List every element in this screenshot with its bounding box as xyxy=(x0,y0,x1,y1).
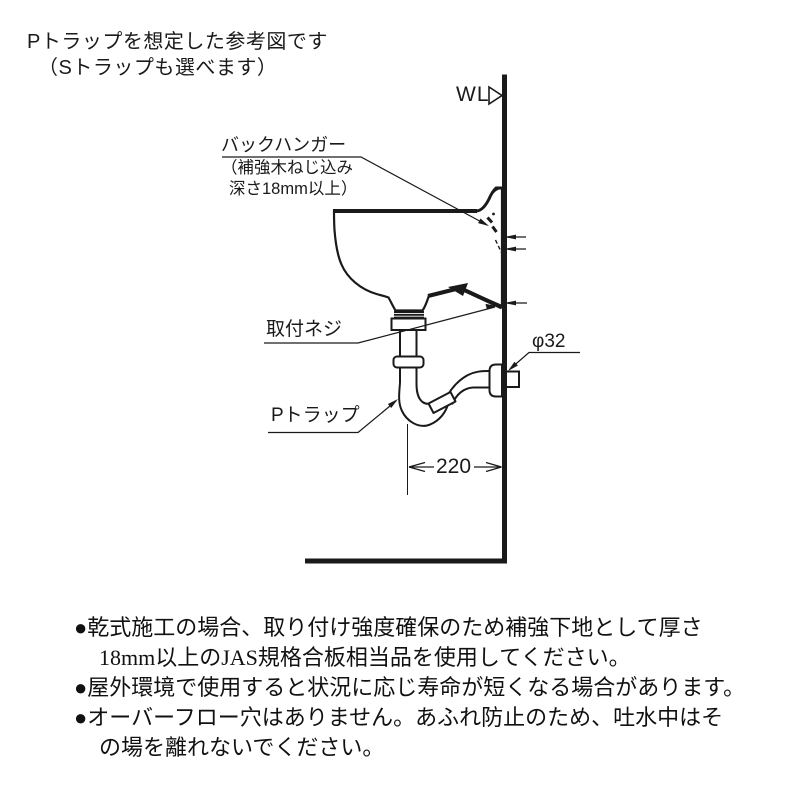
p-trap-leader-arrow xyxy=(387,399,398,408)
trap-outlet-pipe xyxy=(443,370,497,405)
sink-rear-hump xyxy=(475,186,502,213)
wall-flange xyxy=(488,363,503,398)
screw-pointer-arrow-mid xyxy=(504,246,516,252)
wall-pipe-stub xyxy=(505,370,520,388)
mounting-screw-label: 取付ネジ xyxy=(266,319,343,340)
back-hanger-mark-2 xyxy=(491,225,498,233)
title-line-2: （Sトラップも選べます） xyxy=(38,57,278,79)
back-hanger-leader xyxy=(222,156,488,226)
back-hanger-mark-1 xyxy=(486,216,494,224)
outlet-diameter-label: φ32 xyxy=(532,331,566,352)
p-trap-leader xyxy=(268,400,397,434)
note-line-3: ●屋外環境で使用すると状況に応じ寿命が短くなる場合があります。 xyxy=(74,675,746,700)
screw-pointer-arrow-top xyxy=(504,234,516,240)
trap-u-outer xyxy=(398,382,451,427)
pipe-coupling xyxy=(392,355,425,369)
installation-notes: ●乾式施工の場合、取り付け強度確保のため補強下地として厚さ 18mm以上のJAS… xyxy=(74,613,774,763)
back-hanger-note-line-1: （補強木ねじ込み xyxy=(221,159,353,177)
p-trap-label: Pトラップ xyxy=(271,405,360,426)
dimension-arrow-left xyxy=(408,461,426,473)
diameter-leader-arrow xyxy=(508,361,518,371)
note-line-2: 18mm以上のJAS規格合板相当品を使用してください。 xyxy=(99,645,631,670)
title-line-1: Pトラップを想定した参考図です xyxy=(27,31,328,53)
drain-thread-lines xyxy=(394,313,424,317)
screw-pointer-arrow-bottom xyxy=(504,300,516,306)
trap-u-fill xyxy=(399,383,450,426)
mounting-screw-leader-arrow xyxy=(485,303,497,309)
wall-line-label: WL xyxy=(456,83,490,106)
back-hanger-label: バックハンガー xyxy=(221,135,347,155)
diameter-leader xyxy=(509,351,580,370)
back-hanger-note-line-2: 深さ18mm以上） xyxy=(229,180,358,198)
back-hanger-leader-arrow xyxy=(478,218,489,226)
note-line-4: ●オーバーフロー穴はありません。あふれ防止のため、吐水中はそ xyxy=(74,705,724,730)
mounting-screw-leader xyxy=(264,306,496,344)
sink-outline xyxy=(332,186,504,312)
plumbing-diagram xyxy=(222,74,580,564)
drain-to-wall-dimension-value: 220 xyxy=(436,455,472,478)
dimension-arrow-right xyxy=(485,461,502,473)
tailpipe-lower xyxy=(399,367,418,384)
note-line-1: ●乾式施工の場合、取り付け強度確保のため補強下地として厚さ xyxy=(74,615,703,640)
wall-line-marker-icon xyxy=(488,85,504,106)
trap-slip-nut xyxy=(427,391,457,414)
back-hanger-dashed-line xyxy=(494,239,505,259)
back-hanger-dot xyxy=(492,212,495,216)
note-line-5: の場を離れないでください。 xyxy=(99,735,385,760)
drain-nut xyxy=(390,317,427,331)
drain-threads xyxy=(394,311,424,319)
tailpipe-upper xyxy=(399,330,418,357)
mounting-bracket-wedge xyxy=(448,283,468,296)
